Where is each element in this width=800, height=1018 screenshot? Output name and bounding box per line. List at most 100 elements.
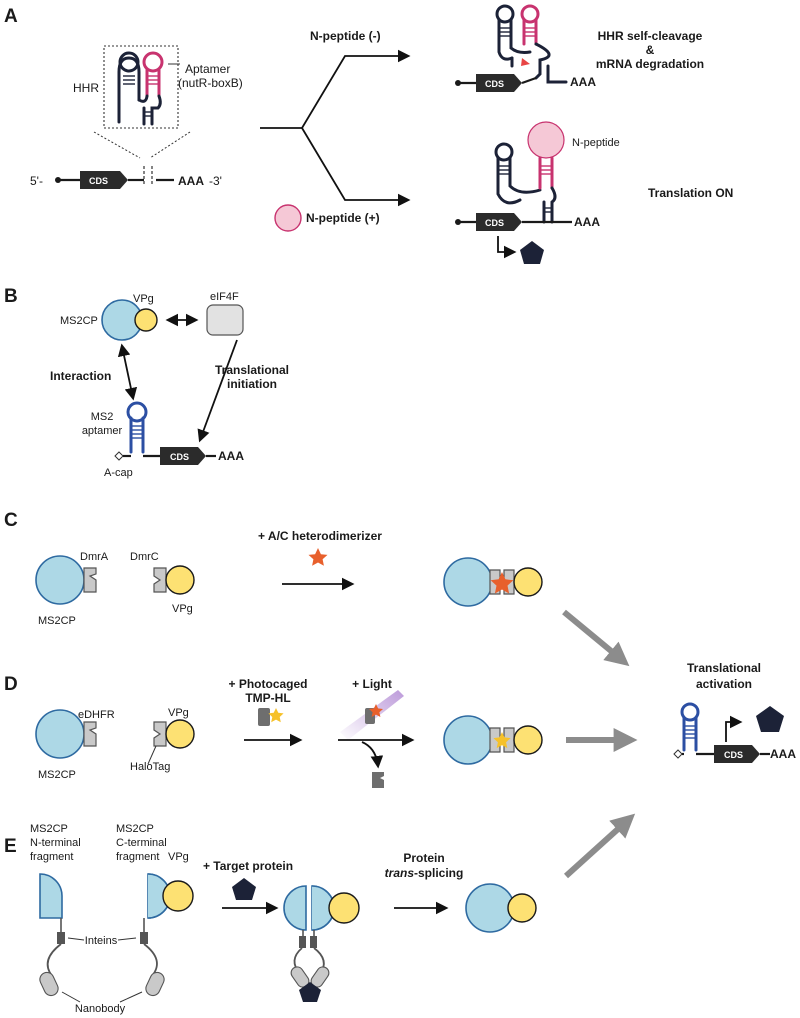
panel-d-label: D bbox=[4, 674, 18, 695]
photocaged-label-2: TMP-HL bbox=[245, 691, 290, 705]
halotag-tag bbox=[153, 721, 167, 747]
panel-c-label: C bbox=[4, 510, 18, 531]
vpg-label-e: VPg bbox=[168, 851, 189, 863]
photocaged-label-1: + Photocaged bbox=[228, 677, 307, 691]
splicing-rest: -splicing bbox=[414, 866, 463, 880]
light-beam-icon bbox=[340, 690, 404, 740]
ms2cp-circle-c bbox=[35, 555, 85, 605]
outcome1-line3: mRNA degradation bbox=[596, 57, 704, 71]
cds-label-3: CDS bbox=[485, 218, 504, 228]
dmra-label: DmrA bbox=[80, 551, 109, 563]
vpg-label-c: VPg bbox=[172, 603, 193, 615]
polya-label-act: AAA bbox=[770, 747, 796, 761]
n-fragment-line2: N-terminal bbox=[30, 837, 81, 849]
npeptide-bound-icon bbox=[527, 121, 565, 159]
ms2cp-label-b: MS2CP bbox=[60, 315, 98, 327]
aptamer-label: Aptamer bbox=[185, 62, 230, 76]
five-prime-label: 5'- bbox=[30, 174, 43, 188]
dimerized-complex-c bbox=[443, 557, 543, 607]
protein-pentagon-icon bbox=[520, 241, 544, 264]
ms2cp-label-d: MS2CP bbox=[38, 769, 76, 781]
outcome1-line1: HHR self-cleavage bbox=[598, 29, 703, 43]
initiation-label: initiation bbox=[227, 377, 277, 391]
cds-label: CDS bbox=[89, 176, 108, 186]
ms2-aptamer-mrna bbox=[114, 401, 216, 465]
dmra-tag bbox=[83, 567, 97, 593]
ms2cp-circle-d bbox=[35, 709, 85, 759]
branch-arrows bbox=[260, 49, 411, 207]
nanobody-right bbox=[145, 971, 165, 997]
dimerizer-star-icon bbox=[308, 548, 328, 566]
n-fragment-line1: MS2CP bbox=[30, 823, 68, 835]
hhr-aptamer-construct bbox=[103, 45, 180, 129]
panel-a-label: A bbox=[4, 6, 18, 27]
cleavage-construct bbox=[455, 4, 568, 92]
c-fragment-line1: MS2CP bbox=[116, 823, 154, 835]
zoom-line-left bbox=[93, 131, 141, 159]
ms2-label: MS2 bbox=[91, 411, 114, 423]
leaving-group-arrow bbox=[361, 741, 384, 769]
vpg-circle-d bbox=[165, 719, 195, 749]
hhr-junction bbox=[137, 94, 162, 126]
panel-b-label: B bbox=[4, 286, 18, 307]
inteins-label: Inteins bbox=[85, 935, 118, 947]
eif4f-label: eIF4F bbox=[210, 291, 239, 303]
hhr-label: HHR bbox=[73, 81, 99, 95]
vpg-label-d: VPg bbox=[168, 707, 189, 719]
edhfr-label: eDHFR bbox=[78, 709, 115, 721]
target-protein-icon bbox=[232, 878, 256, 900]
panel-e-label: E bbox=[4, 836, 17, 857]
vpg-label-b: VPg bbox=[133, 293, 154, 305]
intein-left bbox=[57, 932, 65, 944]
splicing-label-1: Protein bbox=[403, 851, 444, 865]
acap-diamond-icon bbox=[114, 451, 124, 461]
initiation-arrow bbox=[197, 339, 238, 443]
aptamer-sublabel: (nutR-boxB) bbox=[178, 76, 243, 90]
construct-zoom-box bbox=[103, 45, 179, 129]
interaction-arrow bbox=[117, 343, 138, 401]
aptamer-stem bbox=[145, 68, 161, 98]
polya-label: AAA bbox=[178, 174, 204, 188]
hhr-loop bbox=[118, 51, 140, 73]
dimerizer-label: + A/C heterodimerizer bbox=[258, 529, 382, 543]
gray-arrow-e bbox=[563, 813, 636, 879]
three-prime-label: -3' bbox=[209, 174, 222, 188]
edhfr-tag bbox=[83, 721, 97, 747]
light-label: + Light bbox=[352, 677, 392, 691]
cds-label-b: CDS bbox=[170, 452, 189, 462]
cds-label-2: CDS bbox=[485, 79, 504, 89]
interaction-label: Interaction bbox=[50, 369, 111, 383]
target-bound-complex bbox=[283, 885, 360, 1002]
polya-label-b: AAA bbox=[218, 449, 244, 463]
zoom-line-right bbox=[149, 131, 191, 159]
translation-on-construct bbox=[455, 121, 572, 264]
npeptide-label: N-peptide bbox=[572, 137, 620, 149]
polya-label-3: AAA bbox=[574, 215, 600, 229]
splicing-label-2: trans-splicing bbox=[385, 866, 464, 880]
acap-label: A-cap bbox=[104, 467, 133, 479]
npeptide-circle-icon bbox=[274, 204, 302, 232]
aptamer-label-b: aptamer bbox=[82, 425, 123, 437]
split-ms2cp-fragments bbox=[39, 873, 194, 1003]
activation-line1: Translational bbox=[687, 661, 761, 675]
activated-protein-icon bbox=[756, 706, 784, 732]
dmrc-tag bbox=[153, 567, 167, 593]
nanobody-label: Nanobody bbox=[75, 1003, 126, 1015]
reconstituted-ms2cp bbox=[465, 883, 515, 933]
gray-arrow-c bbox=[562, 609, 630, 667]
npep-plus-label: N-peptide (+) bbox=[306, 211, 380, 225]
intein-right bbox=[140, 932, 148, 944]
npep-minus-label: N-peptide (-) bbox=[310, 29, 381, 43]
n-fragment-line3: fragment bbox=[30, 851, 73, 863]
mrna-construct bbox=[55, 166, 174, 189]
ms2cp-label-c: MS2CP bbox=[38, 615, 76, 627]
reconstituted-vpg bbox=[507, 893, 537, 923]
cleavage-site-icon bbox=[521, 58, 530, 66]
vpg-circle-e bbox=[162, 880, 194, 912]
cds-label-act: CDS bbox=[724, 750, 743, 760]
vpg-circle bbox=[134, 308, 158, 332]
activated-mrna bbox=[673, 702, 784, 763]
polya-label-2: AAA bbox=[570, 75, 596, 89]
photocaged-tmp-hl-icon bbox=[258, 708, 284, 726]
